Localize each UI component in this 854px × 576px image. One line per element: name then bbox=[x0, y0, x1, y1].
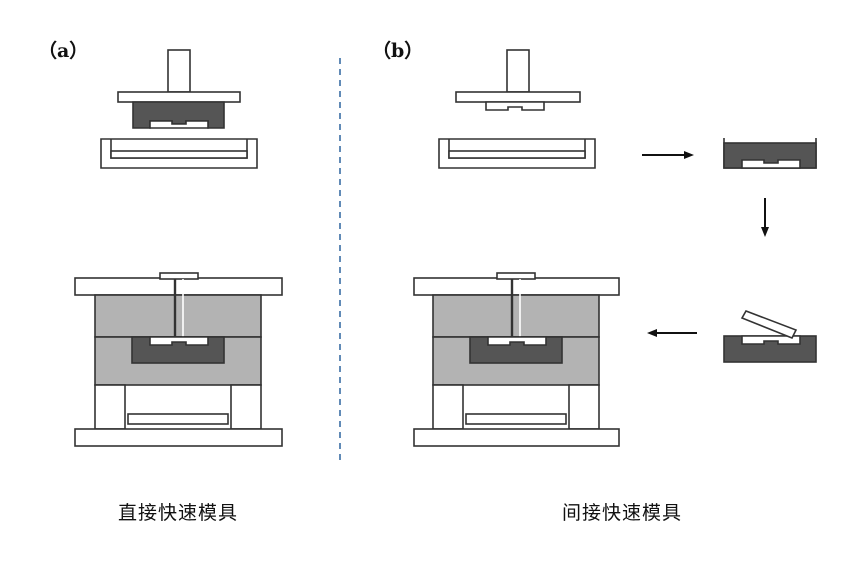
arrow-left bbox=[647, 329, 697, 337]
panel-a-caption: 直接快速模具 bbox=[118, 502, 239, 524]
press-plate bbox=[117, 91, 241, 103]
silicone-cavity bbox=[741, 159, 801, 169]
panel-a-pattern-press bbox=[117, 49, 241, 129]
master-pattern bbox=[485, 101, 545, 111]
panel-a-label: （a） bbox=[38, 40, 89, 62]
panel-b-pattern-press bbox=[455, 49, 581, 111]
top-clamp-plate bbox=[74, 277, 283, 296]
lifted-part bbox=[740, 310, 798, 340]
bottom-clamp-plate bbox=[413, 428, 620, 447]
demolding-step bbox=[723, 310, 817, 363]
top-clamp-plate bbox=[413, 277, 620, 296]
left-support bbox=[432, 384, 464, 430]
bottom-clamp-plate bbox=[74, 428, 283, 447]
panel-b-injection-mold bbox=[413, 272, 620, 447]
right-support bbox=[568, 384, 600, 430]
ejector-plate bbox=[127, 413, 229, 425]
arrow-right bbox=[642, 151, 694, 159]
upper-mold-plate bbox=[432, 294, 600, 338]
sprue-bushing bbox=[496, 272, 536, 280]
pattern-cavity bbox=[149, 120, 209, 129]
insert-cavity bbox=[487, 336, 547, 346]
panel-b-label: （b） bbox=[372, 40, 424, 62]
press-plate bbox=[455, 91, 581, 103]
left-support bbox=[94, 384, 126, 430]
sprue-bushing bbox=[159, 272, 199, 280]
right-support bbox=[230, 384, 262, 430]
mold-half-cavity bbox=[741, 335, 801, 345]
insert-cavity bbox=[149, 336, 209, 346]
panel-b-caption: 间接快速模具 bbox=[562, 502, 683, 524]
arrow-down bbox=[761, 198, 769, 237]
silicone-mold-step bbox=[723, 138, 817, 169]
panel-a-tray-base bbox=[110, 150, 248, 159]
press-stem bbox=[167, 49, 191, 93]
upper-mold-plate bbox=[94, 294, 262, 338]
ejector-plate bbox=[465, 413, 567, 425]
press-stem bbox=[506, 49, 530, 93]
panel-a-injection-mold bbox=[74, 272, 283, 447]
panel-b-tray-base bbox=[448, 150, 586, 159]
